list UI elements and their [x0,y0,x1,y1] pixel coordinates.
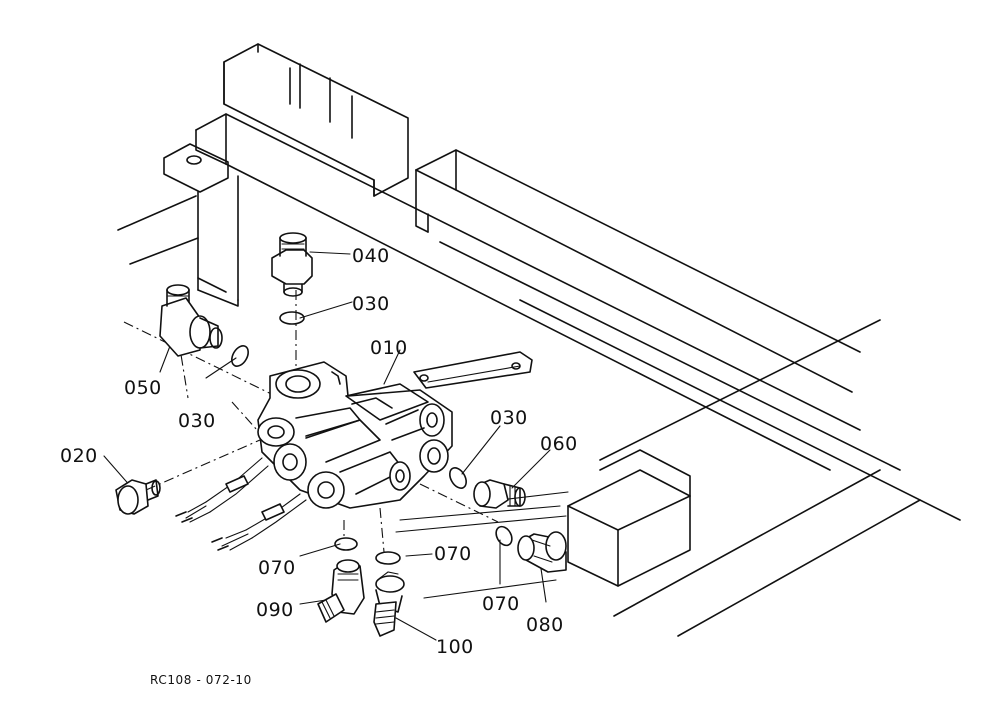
o-ring-070-a [334,537,358,551]
callout-030-right: 030 [490,407,528,429]
fitting-060 [473,479,526,509]
elbow-090 [317,559,365,623]
o-ring-030-right [449,467,467,489]
o-ring-070-b [375,551,401,565]
elbow-050 [159,284,223,357]
callout-060: 060 [540,433,578,455]
o-ring-030-left [231,345,249,367]
callout-070-c: 070 [482,593,520,615]
callout-050: 050 [124,377,162,399]
fitting-100 [373,571,405,637]
callout-070-b: 070 [434,543,472,565]
leader-lines [103,251,551,641]
callout-070-a: 070 [258,557,296,579]
fitting-040 [271,232,313,297]
callout-030-top: 030 [352,293,390,315]
callout-010: 010 [370,337,408,359]
frame-structure [117,43,961,637]
callout-030-left: 030 [178,410,216,432]
plug-020 [115,479,161,515]
callout-labels: 040 030 010 050 030 020 030 060 070 070 … [60,245,578,687]
callout-090: 090 [256,599,294,621]
elbow-080 [517,531,567,573]
callout-080: 080 [526,614,564,636]
callout-040: 040 [352,245,390,267]
o-ring-030-top [279,311,305,325]
callout-020: 020 [60,445,98,467]
control-valve-010 [175,351,533,551]
o-ring-070-c [495,525,513,547]
callout-100: 100 [436,636,474,658]
drawing-code: RC108 - 072-10 [150,673,252,687]
